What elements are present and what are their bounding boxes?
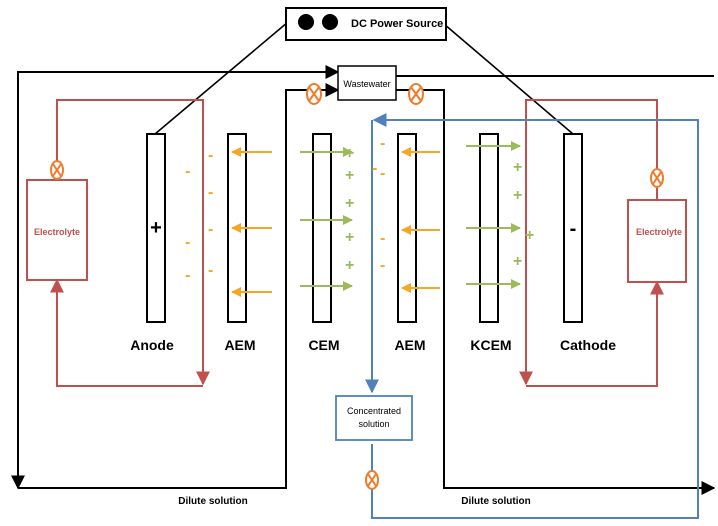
valve-icon [408,83,424,105]
anion-signs: - - - - - - - - - - - - [185,135,385,284]
concentrated-line2: solution [358,419,389,429]
label-aem-1: AEM [224,337,255,353]
label-anode: Anode [130,337,174,353]
cation-sign: + [345,145,354,162]
wastewater-label: Wastewater [343,79,390,89]
power-source-label: DC Power Source [351,18,443,30]
anion-sign: - [208,262,213,279]
electrolyte-box-left: Electrolyte [26,179,88,281]
cation-sign: + [345,257,354,274]
electrolyte-loop-right [519,99,664,387]
component-labels: Anode AEM CEM AEM KCEM Cathode [130,337,616,353]
label-aem-2: AEM [394,337,425,353]
anion-sign: - [208,184,213,201]
anion-sign: - [208,147,213,164]
electrode-cathode: - [563,133,583,323]
electrolyte-box-right: Electrolyte [627,199,687,283]
valve-icon [365,470,379,490]
dilute-solution-left: Dilute solution [178,496,247,507]
cation-sign: + [513,187,522,204]
anion-arrows [231,147,440,297]
membrane-cem [312,133,332,323]
cation-arrows [300,141,521,291]
anion-sign: - [185,234,190,251]
anion-sign: - [372,160,377,177]
concentrate-loop [365,113,699,519]
anion-sign: - [380,257,385,274]
anion-sign: - [380,135,385,152]
cation-signs: + + + + + + + + + [345,145,534,274]
terminal-icon [322,14,338,30]
dc-power-source: DC Power Source [285,7,447,41]
label-kcem: KCEM [470,337,511,353]
anion-sign: - [380,230,385,247]
anion-sign: - [380,165,385,182]
power-wires [154,21,574,135]
cation-sign: + [513,253,522,270]
electrolyte-left-label: Electrolyte [34,227,80,237]
valve-icon [306,83,322,105]
electrolyte-loop-left [50,99,210,387]
electrode-anode: + [146,133,166,323]
anion-sign: - [185,163,190,180]
valve-icon [50,160,64,180]
wastewater-box: Wastewater [337,65,397,101]
membrane-aem-2 [397,133,417,323]
label-cem: CEM [308,337,339,353]
terminal-icon [298,14,314,30]
concentrated-line1: Concentrated [347,406,401,416]
valve-icon [650,168,664,188]
electrolyte-right-label: Electrolyte [636,227,682,237]
concentrated-solution-box: Concentrated solution [335,395,413,441]
cation-sign: + [513,159,522,176]
cation-sign: + [345,195,354,212]
cation-sign: + [345,229,354,246]
anion-sign: - [208,221,213,238]
cathode-sign: - [570,218,577,240]
cation-sign: + [525,227,534,244]
label-cathode: Cathode [560,337,616,353]
anion-sign: - [185,267,190,284]
cation-sign: + [345,167,354,184]
anode-sign: + [150,217,162,239]
dilute-solution-right: Dilute solution [461,496,530,507]
